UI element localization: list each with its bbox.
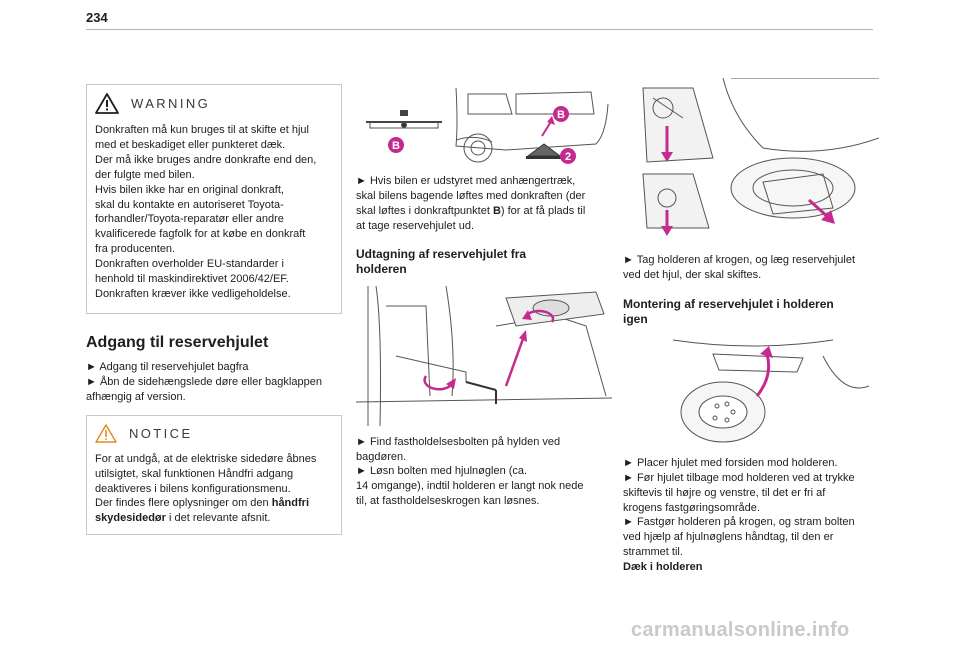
column-1: WARNING Donkraften må kun bruges til at … [86, 84, 342, 535]
access-line: ► Åbn de sidehængslede døre eller bagkla… [86, 375, 322, 388]
notice-text-run: Der findes flere oplysninger om den [95, 497, 272, 510]
notice-triangle-icon [95, 424, 117, 443]
text-run: skal løftes i donkraftpunktet [356, 204, 493, 217]
hook-instructions: ► Tag holderen af krogen, og læg reserve… [623, 253, 879, 283]
notice-line: utilsigtet, skal funktionen Håndfri adga… [95, 467, 294, 480]
column-3: ► Tag holderen af krogen, og læg reserve… [623, 78, 879, 575]
instruction-line: at tage reservehjulet ud. [356, 219, 475, 232]
warning-line: Donkraften overholder EU-standarder i [95, 258, 284, 271]
jack-instructions: ► Hvis bilen er udstyret med anhængertræ… [356, 174, 612, 234]
notice-text-run: i det relevante afsnit. [165, 512, 271, 525]
warning-box: WARNING Donkraften må kun bruges til at … [86, 84, 342, 314]
warning-line: fra producenten. [95, 243, 176, 256]
wheel-in-holder-illustration [672, 339, 870, 443]
heading-line: igen [623, 312, 648, 327]
hook-release-illustration [642, 78, 879, 236]
instruction-line: ved det hjul, der skal skiftes. [623, 268, 762, 281]
access-line: ► Adgang til reservehjulet bagfra [86, 361, 249, 373]
access-line: afhængig af version. [86, 390, 186, 403]
instruction-line: skal løftes i donkraftpunktet B) for at … [356, 204, 612, 219]
warning-line: kvalificerede fagfolk for at købe en don… [95, 228, 306, 241]
text-run: ) for at få plads til [500, 204, 586, 217]
notice-line: Der findes flere oplysninger om den hånd… [95, 496, 333, 511]
warning-line: Der må ikke bruges andre donkrafte end d… [95, 153, 317, 166]
refit-instructions: ► Placer hjulet med forsiden mod holdere… [623, 456, 879, 575]
heading-line: Montering af reservehjulet i holderen [623, 296, 834, 311]
instruction-line: ved hjælp af hjulnøglens håndtag, til de… [623, 531, 834, 544]
page-number: 234 [86, 10, 108, 25]
refit-heading: Montering af reservehjulet i holderen ig… [623, 297, 879, 328]
access-heading: Adgang til reservehjulet [86, 334, 269, 351]
warning-triangle-icon [95, 93, 119, 114]
notice-bold-term: skydesidedør [95, 512, 166, 525]
warning-line: Donkraften kræver ikke vedligeholdelse. [95, 287, 291, 300]
jack-point-b-label: B [557, 109, 565, 121]
warning-header: WARNING [95, 93, 333, 114]
caption: Dæk i holderen [623, 561, 703, 574]
step-2-label: 2 [565, 151, 571, 163]
instruction-line: ► Placer hjulet med forsiden mod holdere… [623, 456, 838, 469]
notice-line: skydesidedør i det relevante afsnit. [95, 511, 333, 526]
instruction-line: bagdøren. [356, 450, 407, 463]
warning-line: Hvis bilen ikke har en original donkraft… [95, 183, 284, 196]
instruction-line: krogens fastgøringsområde. [623, 501, 760, 514]
instruction-line: ► Tag holderen af krogen, og læg reserve… [623, 254, 856, 266]
warning-title: WARNING [131, 96, 211, 111]
access-text: ► Adgang til reservehjulet bagfra ► Åbn … [86, 360, 342, 405]
instruction-line: til, at fastholdelseskrogen kan løsnes. [356, 495, 540, 508]
heading-line: Udtagning af reservehjulet fra [356, 246, 527, 261]
removal-heading: Udtagning af reservehjulet fra holderen [356, 247, 612, 278]
notice-header: NOTICE [95, 424, 333, 443]
warning-text: Donkraften må kun bruges til at skifte e… [95, 123, 333, 302]
notice-line: For at undgå, at de elektriske sidedøre … [95, 452, 317, 465]
jack-point-illustration: B B 2 [356, 84, 612, 166]
instruction-line: skiftevis til højre og venstre, til det … [623, 486, 826, 499]
notice-text: For at undgå, at de elektriske sidedøre … [95, 452, 333, 527]
warning-line: der fulgte med bilen. [95, 168, 195, 181]
jack-point-ref: B [492, 204, 501, 217]
heading-line: holderen [356, 262, 407, 277]
notice-bold-term: håndfri [271, 497, 309, 510]
notice-title: NOTICE [129, 425, 193, 441]
bolt-location-illustration [356, 285, 612, 426]
warning-line: henhold til maskindirektivet 2006/42/EF. [95, 273, 289, 286]
notice-box: NOTICE For at undgå, at de elektriske si… [86, 414, 342, 535]
jack-point-b-label: B [392, 140, 400, 152]
instruction-line: 14 omgange), indtil holderen er langt no… [356, 480, 584, 493]
warning-line: skal du kontakte en autoriseret Toyota- [95, 198, 284, 211]
column-2: B B 2 ► Hvis bilen er udstyret med anhæn… [356, 84, 612, 509]
header-rule [86, 29, 873, 30]
notice-line: deaktiveres i bilens konfigurationsmenu. [95, 482, 291, 495]
instruction-line: strammet til. [623, 546, 683, 559]
instruction-line: ► Før hjulet tilbage mod holderen ved at… [623, 471, 855, 484]
instruction-line: ► Løsn bolten med hjulnøglen (ca. [356, 465, 528, 478]
instruction-line: ► Hvis bilen er udstyret med anhængertræ… [356, 175, 576, 187]
warning-line: med et beskadiget eller punkteret dæk. [95, 138, 286, 151]
watermark: carmanualsonline.info [631, 619, 850, 641]
instruction-line: ► Find fastholdelsesbolten på hylden ved [356, 435, 561, 448]
warning-line: forhandler/Toyota-reparatør eller andre [95, 213, 284, 226]
removal-instructions: ► Find fastholdelsesbolten på hylden ved… [356, 435, 612, 510]
instruction-line: skal bilens bagende løftes med donkrafte… [356, 189, 586, 202]
instruction-line: ► Fastgør holderen på krogen, og stram b… [623, 516, 855, 529]
warning-line: Donkraften må kun bruges til at skifte e… [95, 124, 309, 136]
